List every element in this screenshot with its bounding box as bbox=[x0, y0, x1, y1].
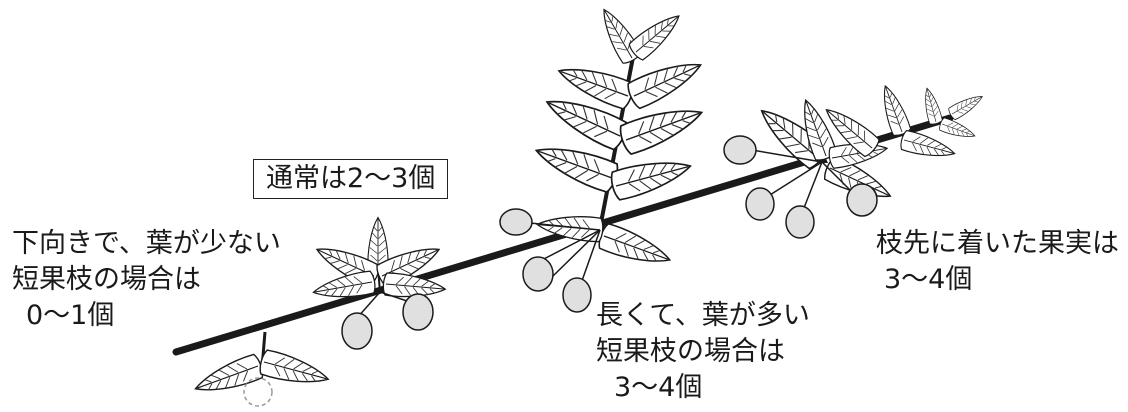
label-line: 3～4個 bbox=[884, 264, 973, 295]
fruit bbox=[522, 256, 554, 292]
fruit bbox=[745, 187, 775, 221]
missing-fruit bbox=[243, 377, 273, 407]
fruit bbox=[341, 312, 373, 350]
label-line: 枝先に着いた果実は bbox=[876, 228, 1119, 259]
label-line: 下向きで、葉が少ない bbox=[12, 228, 281, 259]
fruit bbox=[499, 208, 533, 236]
fruit bbox=[846, 183, 878, 217]
label-long-spur: 長くて、葉が多い 短果枝の場合は 3～4個 bbox=[596, 298, 810, 406]
label-downward-spur: 下向きで、葉が少ない 短果枝の場合は 0～1個 bbox=[12, 226, 281, 334]
label-line: 0～1個 bbox=[26, 300, 115, 331]
label-line: 長くて、葉が多い bbox=[596, 300, 810, 331]
usual-spur bbox=[310, 216, 447, 350]
label-tip-fruit: 枝先に着いた果実は 3～4個 bbox=[876, 226, 1119, 298]
label-line: 短果枝の場合は bbox=[12, 264, 201, 295]
label-line: 3～4個 bbox=[614, 372, 703, 403]
fruit bbox=[785, 205, 815, 239]
fruit bbox=[402, 293, 434, 331]
fruit bbox=[562, 277, 592, 313]
label-line: 短果枝の場合は bbox=[596, 336, 785, 367]
short-spur-downward bbox=[190, 331, 333, 407]
label-usual-count: 通常は2～3個 bbox=[253, 159, 449, 199]
fruit bbox=[723, 135, 757, 165]
long-spur bbox=[499, 3, 708, 313]
tip-spur bbox=[723, 82, 987, 239]
